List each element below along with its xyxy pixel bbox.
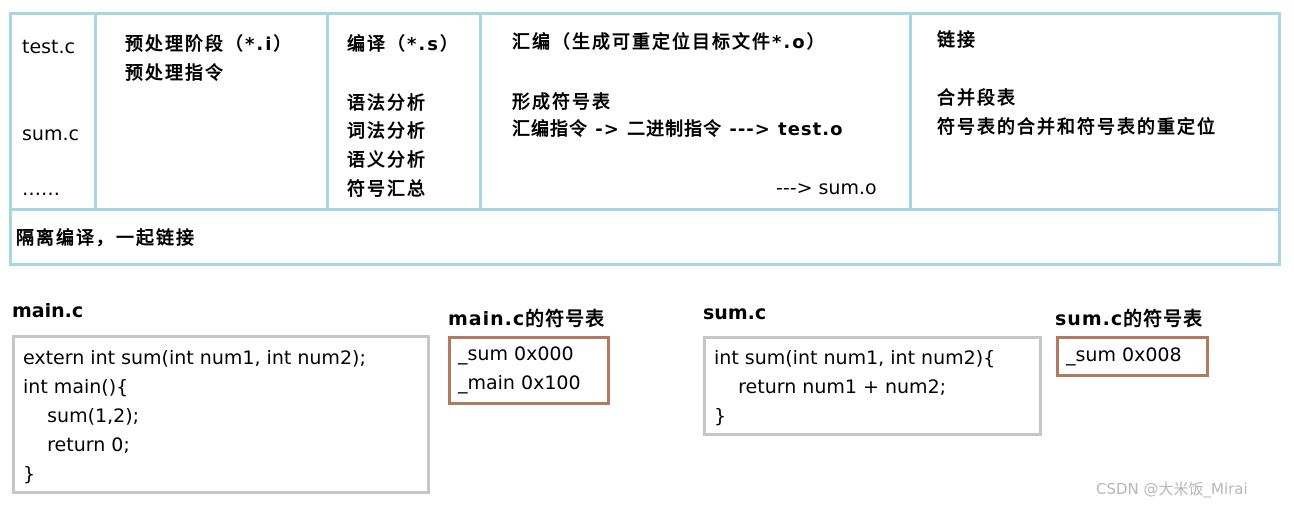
assemble-title: 汇编（生成可重定位目标文件*.o） <box>512 32 827 53</box>
symbol-entry: _main 0x100 <box>458 372 581 394</box>
code-line: int main(){ <box>23 376 129 398</box>
code-line: return num1 + num2; <box>714 376 947 398</box>
symbol-entry: _sum 0x000 <box>458 343 574 365</box>
sum-c-title: sum.c <box>703 302 767 324</box>
code-line: int sum(int num1, int num2){ <box>714 347 996 369</box>
file-test-c: test.c <box>22 36 75 58</box>
compile-title: 编译（*.s） <box>347 34 460 55</box>
code-line: sum(1,2); <box>23 405 140 427</box>
column-divider <box>326 15 329 208</box>
symbol-entry: _sum 0x008 <box>1066 344 1182 366</box>
link-line-merge-sections: 合并段表 <box>937 88 1017 109</box>
main-c-title: main.c <box>12 300 84 322</box>
preprocess-title: 预处理阶段（*.i） <box>125 34 294 55</box>
code-line: } <box>23 463 36 485</box>
main-c-code-box: extern int sum(int num1, int num2); int … <box>12 335 430 494</box>
code-line: return 0; <box>23 434 130 456</box>
main-symbols-box: _sum 0x000 _main 0x100 <box>448 336 610 405</box>
link-line-symbol-relocation: 符号表的合并和符号表的重定位 <box>937 117 1217 138</box>
assemble-line-sum-o: ---> sum.o <box>776 177 877 199</box>
link-title: 链接 <box>937 30 977 51</box>
compilation-stages-table: test.c sum.c …… 预处理阶段（*.i） 预处理指令 编译（*.s）… <box>9 12 1281 266</box>
column-divider <box>909 15 912 208</box>
sum-symbols-box: _sum 0x008 <box>1056 336 1209 377</box>
table-footer-note: 隔离编译，一起链接 <box>16 228 196 249</box>
sum-c-code-box: int sum(int num1, int num2){ return num1… <box>703 336 1042 436</box>
column-divider <box>479 15 482 208</box>
file-ellipsis: …… <box>22 178 60 200</box>
file-sum-c: sum.c <box>22 123 79 145</box>
column-divider <box>94 15 97 208</box>
preprocess-item: 预处理指令 <box>125 63 225 84</box>
assemble-line-symbol-table: 形成符号表 <box>512 92 612 113</box>
compile-item-semantic: 语义分析 <box>347 150 427 171</box>
code-line: } <box>714 405 727 427</box>
row-divider <box>12 208 1278 211</box>
watermark: CSDN @大米饭_Mirai <box>1096 480 1248 498</box>
compile-item-symbols: 符号汇总 <box>347 179 427 200</box>
code-line: extern int sum(int num1, int num2); <box>23 347 366 369</box>
compile-item-syntax: 语法分析 <box>347 93 427 114</box>
compile-item-lexical: 词法分析 <box>347 121 427 142</box>
sum-symbols-title: sum.c的符号表 <box>1055 308 1204 330</box>
main-symbols-title: main.c的符号表 <box>448 308 606 330</box>
assemble-line-test-o: 汇编指令 -> 二进制指令 ---> test.o <box>512 119 844 140</box>
